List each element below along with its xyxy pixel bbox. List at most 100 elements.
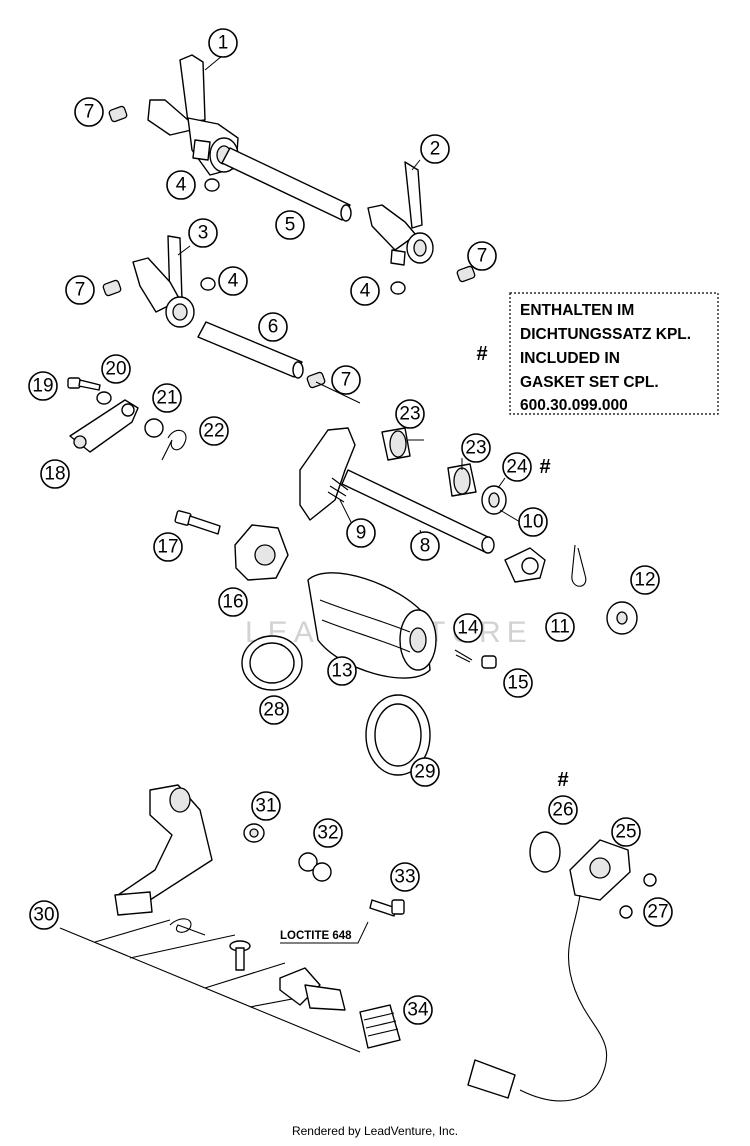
callout-30: 30 <box>29 900 59 930</box>
callout-2: 2 <box>420 134 450 164</box>
shift-rail-6 <box>197 321 304 379</box>
svg-text:12: 12 <box>634 570 655 591</box>
callout-3: 3 <box>188 218 218 248</box>
svg-text:9: 9 <box>356 523 367 544</box>
joint-30 <box>279 967 346 1011</box>
detent-springs-7 <box>102 105 476 389</box>
svg-text:15: 15 <box>507 673 528 694</box>
svg-text:4: 4 <box>176 175 187 196</box>
svg-text:22: 22 <box>203 421 224 442</box>
svg-text:13: 13 <box>331 661 352 682</box>
svg-text:7: 7 <box>84 102 95 123</box>
loctite-leader <box>280 921 369 944</box>
callout-33: 33 <box>390 862 420 892</box>
svg-text:7: 7 <box>75 280 86 301</box>
callout-28: 28 <box>259 695 289 725</box>
svg-text:31: 31 <box>255 796 276 817</box>
callout-24: 24 <box>502 452 532 482</box>
svg-text:24: 24 <box>506 457 528 478</box>
callout-7d: 7 <box>331 365 361 395</box>
callout-22: 22 <box>199 416 229 446</box>
callout-23b: 23 <box>461 433 491 463</box>
note-line-4: GASKET SET CPL. <box>520 374 659 391</box>
shift-rail-5 <box>221 147 352 222</box>
lever-assembly-line <box>59 927 361 1053</box>
spring-14 <box>454 649 473 663</box>
svg-text:7: 7 <box>477 246 488 267</box>
callout-14: 14 <box>453 613 483 643</box>
bearing-29 <box>365 694 431 776</box>
washers-32 <box>298 852 332 882</box>
bolt-33 <box>369 899 405 917</box>
ratchet-10 <box>504 547 546 583</box>
hash-symbol-note: # <box>476 343 487 365</box>
callout-4b: 4 <box>218 266 248 296</box>
shift-fork-2 <box>367 161 434 266</box>
svg-text:1: 1 <box>218 33 229 54</box>
detent-pins-4 <box>200 178 406 295</box>
callout-21: 21 <box>152 383 182 413</box>
spring-22 <box>161 429 187 461</box>
callout-29: 29 <box>410 757 440 787</box>
svg-text:32: 32 <box>317 823 338 844</box>
callout-19: 19 <box>28 371 58 401</box>
svg-text:3: 3 <box>198 223 209 244</box>
callout-4c: 4 <box>350 276 380 306</box>
callout-23a: 23 <box>395 399 425 429</box>
shift-shaft-8 <box>299 427 495 554</box>
svg-text:14: 14 <box>457 618 479 639</box>
svg-text:26: 26 <box>552 800 573 821</box>
gear-sensor-25 <box>467 831 657 1102</box>
svg-text:5: 5 <box>285 215 296 236</box>
svg-text:21: 21 <box>156 388 177 409</box>
note-line-5: 600.30.099.000 <box>520 397 628 414</box>
svg-text:16: 16 <box>222 592 243 613</box>
svg-text:2: 2 <box>430 139 441 160</box>
callout-25: 25 <box>611 817 641 847</box>
shift-drum-13 <box>307 572 437 679</box>
callout-17: 17 <box>153 532 183 562</box>
svg-text:6: 6 <box>268 317 279 338</box>
shift-star-16 <box>234 524 289 581</box>
callout-18: 18 <box>40 459 70 489</box>
bolt-19 <box>67 377 101 391</box>
bolt-17 <box>174 510 221 535</box>
svg-text:29: 29 <box>414 762 435 783</box>
screw-27a <box>643 873 657 887</box>
svg-text:27: 27 <box>647 902 668 923</box>
callout-10: 10 <box>518 507 548 537</box>
lever-sub-lines <box>94 919 341 1008</box>
washer-20 <box>96 391 112 405</box>
note-line-2: DICHTUNGSSATZ KPL. <box>520 326 691 343</box>
note-line-1: ENTHALTEN IM <box>520 302 634 319</box>
shift-lever-30 <box>114 784 213 916</box>
callout-4a: 4 <box>166 170 196 200</box>
shift-fork-1 <box>147 54 239 176</box>
callout-34: 34 <box>403 995 433 1025</box>
gasket-set-note: ENTHALTEN IM DICHTUNGSSATZ KPL. INCLUDED… <box>509 292 719 415</box>
callout-16: 16 <box>218 587 248 617</box>
clip-spring <box>169 918 206 936</box>
svg-text:28: 28 <box>263 700 284 721</box>
svg-text:20: 20 <box>105 359 126 380</box>
rubber-boot-34 <box>359 1004 401 1049</box>
callout-5: 5 <box>275 210 305 240</box>
callout-15: 15 <box>503 668 533 698</box>
note-line-3: INCLUDED IN <box>520 350 620 367</box>
spring-9 <box>327 477 349 503</box>
svg-text:30: 30 <box>33 905 54 926</box>
svg-text:8: 8 <box>420 536 431 557</box>
roller-21 <box>144 418 164 438</box>
bushing-23a <box>381 427 411 461</box>
callout-11: 11 <box>545 612 575 642</box>
pin-15 <box>481 655 497 669</box>
callout-7a: 7 <box>74 97 104 127</box>
bushing-23b <box>447 463 477 497</box>
callout-9: 9 <box>346 518 376 548</box>
svg-text:10: 10 <box>522 512 543 533</box>
svg-text:33: 33 <box>394 867 415 888</box>
hash-symbol-26: # <box>557 769 568 791</box>
callout-12: 12 <box>630 565 660 595</box>
screw-27b <box>619 905 633 919</box>
callout-27: 27 <box>643 897 673 927</box>
